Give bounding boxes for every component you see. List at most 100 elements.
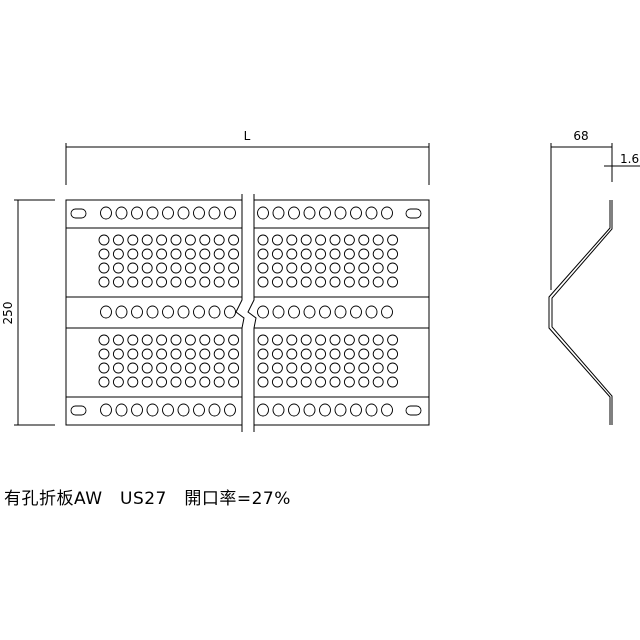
round-hole bbox=[286, 334, 298, 346]
round-hole bbox=[98, 234, 110, 246]
round-hole bbox=[257, 348, 269, 360]
round-hole bbox=[271, 262, 283, 274]
round-hole bbox=[98, 362, 110, 374]
round-hole bbox=[199, 376, 211, 388]
round-hole bbox=[315, 262, 327, 274]
round-hole bbox=[343, 376, 355, 388]
round-hole bbox=[141, 362, 153, 374]
round-hole bbox=[199, 262, 211, 274]
round-hole bbox=[184, 334, 196, 346]
round-hole bbox=[162, 206, 174, 220]
round-hole bbox=[334, 206, 347, 220]
round-hole bbox=[156, 376, 168, 388]
break-line-left bbox=[235, 194, 245, 432]
round-hole bbox=[365, 403, 378, 417]
round-hole bbox=[343, 234, 355, 246]
round-hole bbox=[343, 248, 355, 260]
round-hole bbox=[170, 334, 182, 346]
round-hole bbox=[184, 262, 196, 274]
depth-label: 68 bbox=[573, 129, 588, 143]
round-hole bbox=[112, 262, 124, 274]
round-hole bbox=[100, 305, 112, 319]
round-hole bbox=[372, 262, 384, 274]
round-hole bbox=[343, 276, 355, 288]
round-hole bbox=[199, 334, 211, 346]
round-hole bbox=[193, 305, 205, 319]
round-hole bbox=[141, 276, 153, 288]
round-hole bbox=[350, 403, 362, 417]
round-hole bbox=[213, 234, 225, 246]
round-hole bbox=[329, 234, 341, 246]
round-hole bbox=[329, 248, 341, 260]
round-hole bbox=[319, 305, 331, 319]
round-hole bbox=[300, 362, 312, 374]
round-hole bbox=[170, 248, 182, 260]
round-hole bbox=[329, 348, 341, 360]
round-hole bbox=[358, 262, 370, 274]
round-hole bbox=[288, 403, 300, 417]
profile-outer bbox=[548, 200, 611, 425]
round-hole bbox=[257, 376, 269, 388]
profile-inner bbox=[551, 200, 613, 425]
round-hole bbox=[208, 305, 221, 319]
round-hole bbox=[300, 376, 312, 388]
round-hole bbox=[271, 248, 283, 260]
round-hole bbox=[358, 234, 370, 246]
round-hole bbox=[184, 348, 196, 360]
round-hole bbox=[257, 276, 269, 288]
slot-hole bbox=[70, 405, 87, 416]
round-hole bbox=[228, 262, 240, 274]
round-hole bbox=[224, 206, 236, 220]
round-hole bbox=[272, 305, 285, 319]
round-hole bbox=[112, 362, 124, 374]
round-hole bbox=[372, 276, 384, 288]
round-hole bbox=[131, 403, 143, 417]
round-hole bbox=[199, 248, 211, 260]
round-hole bbox=[184, 248, 196, 260]
round-hole bbox=[272, 403, 285, 417]
round-hole bbox=[146, 403, 159, 417]
round-hole bbox=[184, 376, 196, 388]
round-hole bbox=[213, 362, 225, 374]
round-hole bbox=[213, 376, 225, 388]
round-hole bbox=[112, 248, 124, 260]
length-dimension bbox=[65, 143, 430, 185]
round-hole bbox=[257, 234, 269, 246]
thickness-label: 1.6 bbox=[620, 152, 639, 166]
round-hole bbox=[315, 248, 327, 260]
round-hole bbox=[343, 348, 355, 360]
round-hole bbox=[365, 305, 378, 319]
round-hole bbox=[372, 248, 384, 260]
round-hole bbox=[271, 234, 283, 246]
round-hole bbox=[177, 403, 190, 417]
round-hole bbox=[358, 376, 370, 388]
round-hole bbox=[127, 334, 139, 346]
round-hole bbox=[98, 262, 110, 274]
round-hole bbox=[381, 206, 393, 220]
round-hole bbox=[141, 348, 153, 360]
slot-hole bbox=[70, 208, 87, 219]
round-hole bbox=[300, 276, 312, 288]
round-hole bbox=[286, 234, 298, 246]
round-hole bbox=[358, 248, 370, 260]
height-dimension bbox=[14, 199, 55, 426]
round-hole bbox=[319, 206, 331, 220]
round-hole bbox=[343, 262, 355, 274]
round-hole bbox=[300, 334, 312, 346]
round-hole bbox=[213, 334, 225, 346]
round-hole bbox=[156, 248, 168, 260]
height-label: 250 bbox=[1, 302, 15, 325]
round-hole bbox=[387, 234, 399, 246]
round-hole bbox=[213, 248, 225, 260]
round-hole bbox=[199, 362, 211, 374]
round-hole bbox=[329, 262, 341, 274]
round-hole bbox=[199, 276, 211, 288]
round-hole bbox=[334, 305, 347, 319]
round-hole bbox=[224, 305, 236, 319]
round-hole bbox=[315, 234, 327, 246]
round-hole bbox=[358, 348, 370, 360]
round-hole bbox=[112, 334, 124, 346]
round-hole bbox=[329, 362, 341, 374]
perforation-holes bbox=[70, 206, 422, 417]
round-hole bbox=[208, 403, 221, 417]
